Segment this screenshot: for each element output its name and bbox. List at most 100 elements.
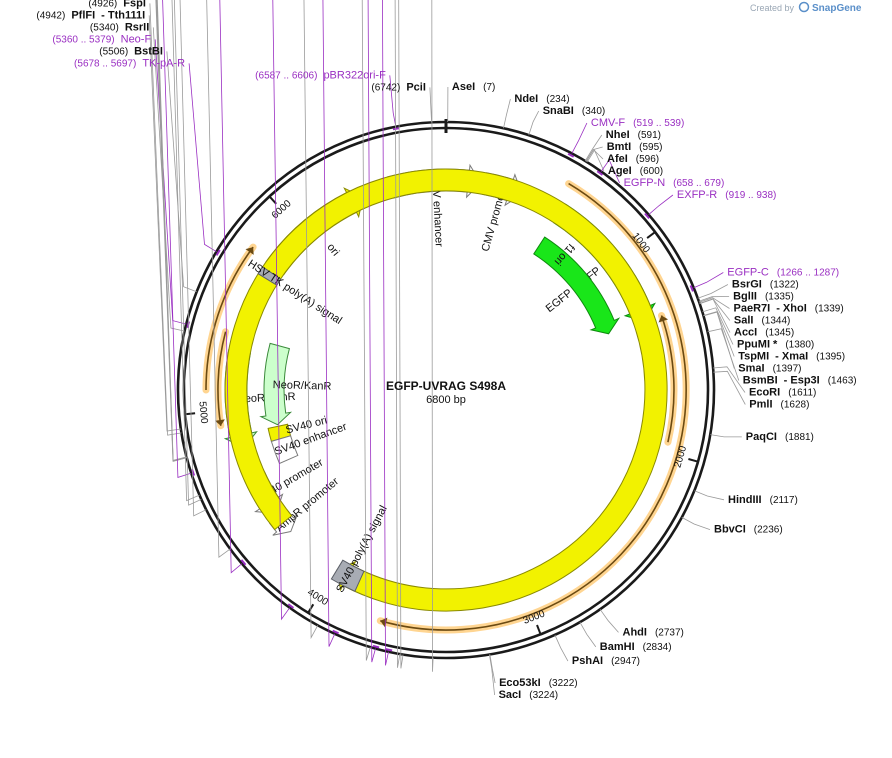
leader-nhei [584,134,603,162]
primer-mark-f1ori-r [287,603,294,609]
leader-bglii [698,296,730,302]
tick-label-3000: 3000 [522,608,547,626]
enzyme-label-tspmi-xmai: TspMI- XmaI(1395) [738,351,845,363]
leader-paqci [710,434,742,438]
orf-left-outer-arrowhead [245,247,254,255]
primer-mark-pbr322ori-f [392,127,400,131]
orf-left-outer-line [205,246,254,391]
leader-bspdi-clai [171,0,200,502]
enzyme-label-paqci: PaqCI(1881) [746,431,814,443]
plasmid-center-label: EGFP-UVRAG S498A 6800 bp [386,379,506,406]
primer-mark-f1ori-f [332,629,340,635]
plasmid-size: 6800 bp [426,394,466,406]
primer-label-cmv-f: CMV-F(519 .. 539) [591,117,684,129]
primer-mark-cmv-f [567,152,575,158]
feature-egfp-inner [533,236,621,335]
leader-egfp-n [600,159,620,184]
enzyme-label-ecori: EcoRI(1611) [749,387,816,399]
leader-snabi [528,110,540,136]
orf-left-inner-arrowhead [215,419,225,426]
enzyme-label-bbvci: BbvCI(2236) [714,524,783,536]
leader-mfei [398,0,404,669]
enzyme-label-sali: SalI(1344) [734,315,790,327]
leader-bstbi [166,51,197,293]
leader-agei [586,149,605,172]
enzyme-label-bglii: BglII(1335) [733,291,794,303]
enzyme-label-pflfi-tth111i: (4942)PflFI- Tth111I [36,9,145,21]
enzyme-label-paer7i-xhoi: PaeR7I- XhoI(1339) [734,303,844,315]
primer-mark-sv40pa-r [385,648,393,652]
primer-label-tk-pa-r: (5678 .. 5697)TK-pA-R [74,57,185,69]
leader-cmv-f [571,122,588,154]
tick-mark-2000 [688,458,699,463]
primer-label-egfp-c: EGFP-C(1266 .. 1287) [727,267,839,279]
primer-label-pbr322ori-f: (6587 .. 6606)pBR322ori-F [255,69,386,81]
tick-mark-6000 [268,195,277,205]
leader-paer7i-xhoi [699,297,730,309]
leader-sv40pa-r [382,0,389,666]
leader-pbabe-3 [219,0,243,574]
tick-mark-5000 [185,412,196,416]
primer-mark-exfp-r [644,212,650,220]
enzyme-label-afei: AfeI(596) [607,153,659,165]
feature-label-egfp-inner: EGFP [544,287,575,315]
primer-label-exfp-r: EXFP-R(919 .. 938) [677,189,777,201]
leader-ecori [713,366,746,393]
enzyme-label-eco53ki: Eco53kI(3222) [499,677,577,689]
enzyme-label-acci: AccI(1345) [734,327,794,339]
enzyme-label-nhei: NheI(591) [606,129,661,141]
snapgene-logo-icon [798,1,810,13]
leader-noti [431,0,434,672]
primer-label-neo-f: (5360 .. 5379)Neo-F [52,33,151,45]
enzyme-label-ppumi: PpuMI *(1380) [737,339,814,351]
enzyme-label-asei: AseI(7) [452,81,495,93]
feature-neokan-inner [259,342,293,426]
enzyme-label-agei: AgeI(600) [608,165,663,177]
backbone [176,119,716,660]
leader-bsrgi [697,284,729,299]
feature-label-neokan-inner: NeoR/KanR [273,379,332,393]
leader-tk-pa-r [188,63,217,253]
primer-mark-tk-pa-r [215,249,221,256]
enzyme-label-bsmbi-esp3i: BsmBI- Esp3I(1463) [743,375,857,387]
enzyme-label-hindiii: HindIII(2117) [728,494,798,506]
orf-right-arrowhead [658,315,669,323]
leader-rsrii [152,27,185,332]
leader-tspmi-xmai [703,311,735,357]
enzyme-label-ahdi: AhdI(2737) [623,626,684,638]
enzyme-label-bmti: BmtI(595) [607,141,663,153]
leader-sfii [179,0,207,517]
primer-mark-ebv-rev [372,644,380,649]
primer-mark-egfp-n [596,170,604,176]
leader-ppumi [702,307,734,345]
leader-pshai [554,634,569,662]
leader-ebv-rev [367,0,376,663]
enzyme-label-fspi: (4926)FspI [88,0,146,9]
plasmid-name: EGFP-UVRAG S498A [386,379,506,393]
leader-exfp-r [648,194,674,215]
enzyme-label-ndei: NdeI(234) [514,93,569,105]
enzyme-label-pshai: PshAI(2947) [572,655,640,667]
enzyme-label-bsrgi: BsrGI(1322) [732,279,799,291]
snapgene-watermark: Created by SnapGene [750,1,862,14]
primer-mark-pbabe-3 [240,559,247,566]
leader-eco53ki [489,654,496,684]
enzyme-label-rsrii: (5340)RsrII [90,21,149,33]
tick-label-5000: 5000 [196,401,209,425]
primer-mark-egfp-c [689,285,694,292]
tick-label-4000: 4000 [305,587,330,608]
leader-hpai [394,0,401,668]
leader-f1ori-f [322,0,336,647]
enzyme-label-bamhi: BamHI(2834) [600,641,672,653]
watermark-prefix: Created by [750,3,795,13]
enzyme-label-bstbi: (5506)BstBI [99,45,163,57]
primer-label-egfp-n: EGFP-N(658 .. 679) [624,177,725,189]
orf-big-line [380,182,687,631]
leader-bsmbi-esp3i [707,328,740,381]
feature-sv40-polya [330,559,365,592]
leader-bamhi [579,622,597,648]
leader-pbr322ori-f [389,75,397,127]
leader-pcii [429,87,432,123]
leader-acci [699,298,731,333]
